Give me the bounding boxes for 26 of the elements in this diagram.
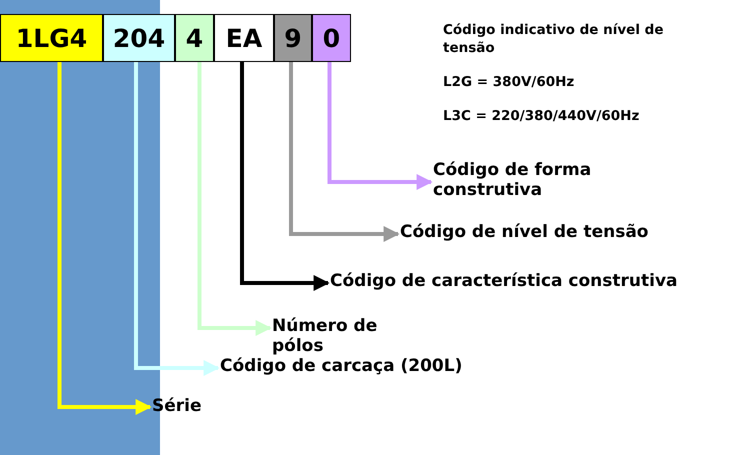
arrow [289, 62, 400, 242]
field-description: Número de pólos [272, 316, 378, 357]
arrow [328, 62, 433, 190]
arrow [198, 62, 272, 336]
note-text: L2G = 380V/60Hz [443, 74, 576, 92]
field-description: Código de nível de tensão [400, 222, 650, 242]
code-segment [312, 14, 351, 62]
code-segment [0, 14, 103, 62]
arrow [58, 62, 152, 415]
field-description: Código de forma construtiva [433, 160, 592, 201]
arrow [134, 62, 220, 376]
code-segment [175, 14, 214, 62]
code-segment [274, 14, 312, 62]
code-text: 4 [186, 24, 204, 52]
code-text: 204 [112, 24, 166, 52]
code-segment [103, 14, 175, 62]
note-text: Código indicativo de nível de tensão [443, 22, 664, 58]
field-description: Código de característica construtiva [330, 271, 679, 292]
code-text: EA [226, 24, 262, 52]
code-text: 9 [284, 24, 302, 52]
code-text: 1LG4 [16, 24, 88, 52]
code-segment [214, 14, 274, 62]
arrow [240, 62, 330, 291]
note-text: L3C = 220/380/440V/60Hz [443, 108, 640, 126]
field-description: Código de carcaça (200L) [220, 356, 464, 376]
code-text: 0 [322, 24, 340, 52]
